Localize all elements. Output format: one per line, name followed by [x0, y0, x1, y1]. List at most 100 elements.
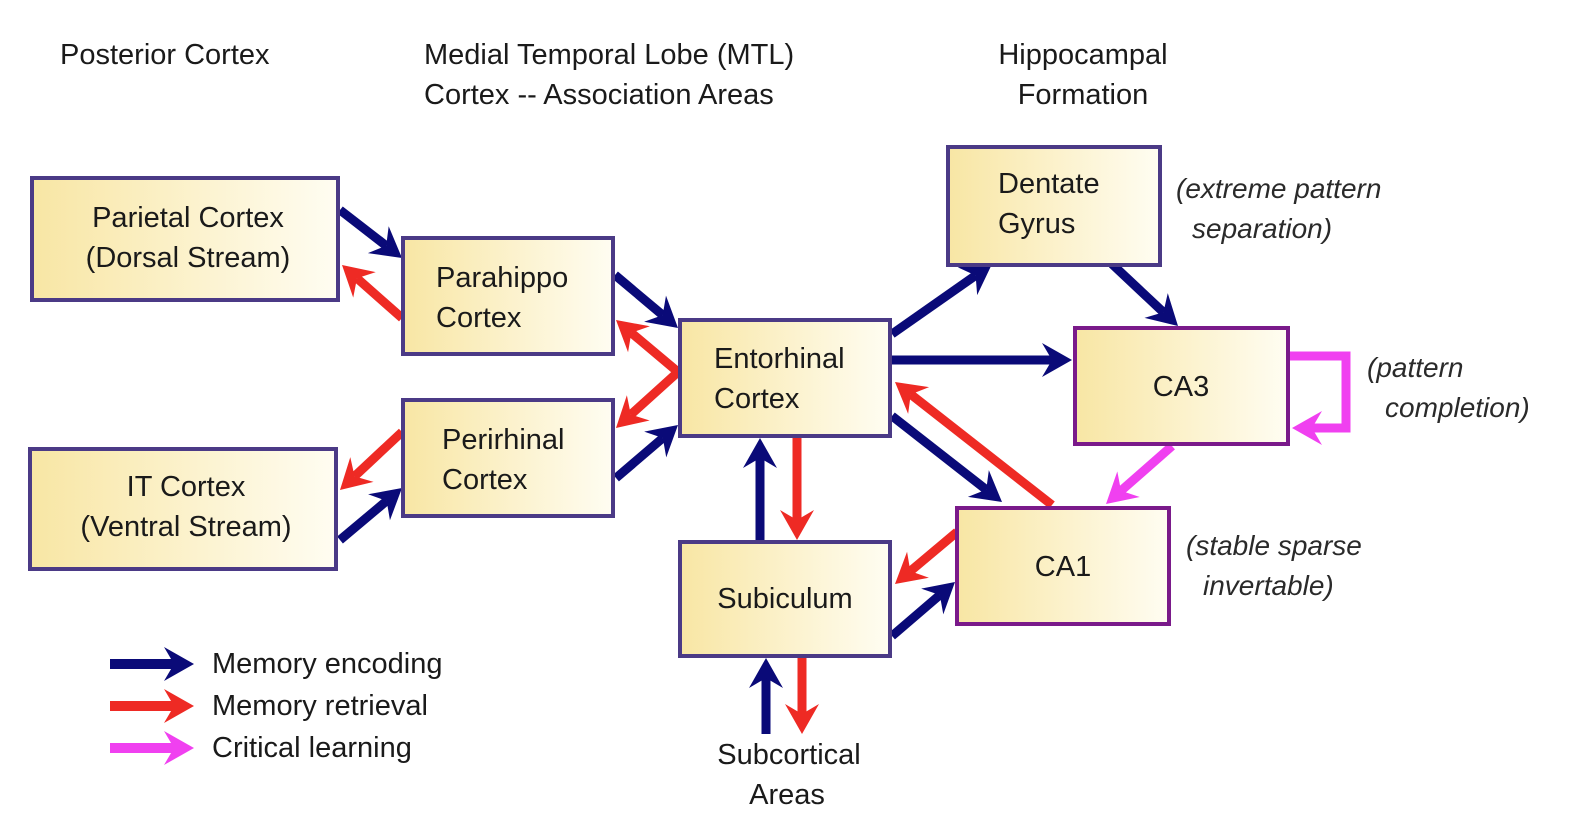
arrow-shaft	[354, 274, 405, 322]
arrow-it-to-perirhinal	[337, 488, 402, 544]
arrow-subiculum-to-subcortical	[785, 658, 819, 734]
annotation-dentate: (extreme pattern separation)	[1176, 173, 1381, 244]
arrow-entorhinal-to-parahippo	[616, 320, 681, 376]
legend: Memory encoding Memory retrieval Critica…	[110, 647, 443, 765]
annotation-text: completion)	[1385, 392, 1530, 423]
header-hippocampal-line2: Formation	[1018, 79, 1149, 111]
arrow-entorhinal-to-ca1	[889, 412, 1002, 502]
node-dentate[interactable]: Dentate Gyrus	[946, 145, 1162, 267]
node-label: CA1	[1035, 551, 1091, 583]
node-box	[946, 145, 1162, 267]
arrow-shaft	[613, 434, 666, 482]
header-posterior-cortex: Posterior Cortex	[60, 39, 270, 71]
node-label: Cortex	[714, 383, 800, 415]
header-hippocampal-line1: Hippocampal	[998, 39, 1167, 71]
header-mtl-line1: Medial Temporal Lobe (MTL)	[424, 39, 794, 71]
arrow-subiculum-to-entorhinal	[743, 438, 777, 540]
node-parietal[interactable]: Parietal Cortex (Dorsal Stream)	[30, 176, 340, 302]
arrow-head	[749, 658, 783, 688]
arrow-head	[743, 438, 777, 468]
arrow-head	[957, 264, 992, 296]
arrow-head	[895, 382, 930, 414]
arrow-shaft	[907, 390, 1055, 509]
legend-label-encoding: Memory encoding	[212, 648, 443, 680]
node-label: Gyrus	[998, 208, 1075, 240]
node-label: Entorhinal	[714, 343, 845, 375]
arrow-ca1-to-subiculum	[895, 528, 960, 584]
arrow-head	[1106, 471, 1140, 504]
node-label: Perirhinal	[442, 424, 565, 456]
node-perirhinal[interactable]: Perirhinal Cortex	[401, 398, 615, 518]
arrow-head	[644, 425, 678, 458]
arrow-parietal-to-parahippo	[337, 206, 402, 258]
node-box	[678, 318, 892, 438]
node-box	[1073, 326, 1290, 446]
arrow-entorhinal-to-perirhinal	[616, 368, 682, 428]
annotation-ca1: (stable sparse invertable)	[1186, 530, 1362, 601]
legend-arrow-retrieval	[110, 689, 194, 723]
arrow-shaft	[612, 271, 666, 319]
arrow-head	[785, 704, 819, 734]
arrow-entorhinal-to-ca3	[892, 343, 1072, 377]
arrow-shaft	[889, 412, 990, 494]
node-label: IT Cortex	[127, 471, 246, 503]
arrow-head	[967, 470, 1002, 502]
arrow-entorhinal-to-subiculum	[780, 438, 814, 540]
node-box	[955, 506, 1171, 626]
node-box	[678, 540, 892, 658]
arrow-parahippo-to-parietal	[342, 265, 405, 322]
arrow-head	[368, 488, 402, 521]
annotation-text: (extreme pattern	[1176, 173, 1381, 204]
arrow-shaft	[1108, 260, 1167, 316]
node-label: Areas	[749, 779, 825, 811]
node-label: Parietal Cortex	[92, 202, 284, 234]
edges-layer	[337, 206, 1351, 734]
node-box	[401, 236, 615, 356]
arrow-shaft	[889, 271, 979, 338]
node-ca1[interactable]: CA1	[955, 506, 1171, 626]
arrow-head	[1144, 293, 1178, 326]
arrow-head	[895, 551, 929, 584]
node-label: CA3	[1153, 371, 1209, 403]
arrow-head	[616, 395, 650, 428]
arrow-shaft	[628, 329, 681, 376]
node-label: Subiculum	[717, 583, 852, 615]
node-parahippo[interactable]: Parahippo Cortex	[401, 236, 615, 356]
arrow-shaft	[889, 591, 943, 640]
node-subiculum[interactable]: Subiculum	[678, 540, 892, 658]
node-label: (Ventral Stream)	[80, 511, 291, 543]
arrow-shaft	[337, 497, 390, 544]
arrow-head	[164, 689, 194, 723]
arrow-subiculum-to-ca1	[889, 582, 955, 640]
legend-arrow-critical	[110, 731, 194, 765]
arrow-parahippo-to-entorhinal	[612, 271, 678, 328]
arrow-perirhinal-to-entorhinal	[613, 425, 678, 482]
annotation-text: (pattern	[1367, 352, 1464, 383]
annotation-text: (stable sparse	[1186, 530, 1362, 561]
arrow-head	[164, 647, 194, 681]
arrow-head	[342, 265, 376, 298]
header-mtl-line2: Cortex -- Association Areas	[424, 79, 774, 111]
node-label: Cortex	[436, 302, 522, 334]
arrow-subcortical-to-subiculum	[749, 658, 783, 734]
annotation-text: separation)	[1192, 213, 1332, 244]
arrow-head	[164, 731, 194, 765]
arrow-head	[780, 510, 814, 540]
node-box	[401, 398, 615, 518]
arrow-perirhinal-to-it	[340, 428, 406, 490]
legend-label-critical: Critical learning	[212, 732, 412, 764]
node-it[interactable]: IT Cortex (Ventral Stream)	[28, 447, 338, 571]
arrow-head-group	[1292, 411, 1322, 445]
annotation-ca3: (pattern completion)	[1367, 352, 1530, 423]
arrow-shaft	[351, 428, 406, 480]
node-label: (Dorsal Stream)	[86, 242, 291, 274]
arrow-head	[1042, 343, 1072, 377]
node-entorhinal[interactable]: Entorhinal Cortex	[678, 318, 892, 438]
annotation-text: invertable)	[1203, 570, 1334, 601]
arrow-shaft	[337, 206, 389, 250]
arrow-head	[367, 226, 402, 258]
node-ca3[interactable]: CA3	[1073, 326, 1290, 446]
legend-arrow-encoding	[110, 647, 194, 681]
node-label: Parahippo	[436, 262, 568, 294]
node-box	[28, 447, 338, 571]
